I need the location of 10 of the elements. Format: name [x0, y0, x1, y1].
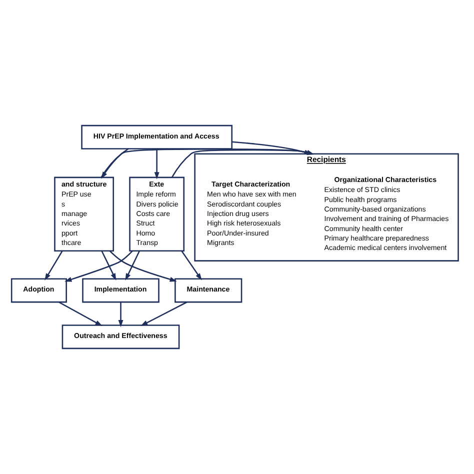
arrow: [64, 250, 132, 282]
arrow: [140, 302, 187, 326]
arrow: [100, 250, 116, 281]
arrow: [180, 250, 202, 280]
arrow: [118, 302, 123, 328]
arrow: [108, 250, 176, 282]
arrow: [124, 250, 140, 281]
arrow: [58, 302, 102, 326]
arrow: [154, 148, 159, 180]
arrow: [44, 250, 62, 280]
